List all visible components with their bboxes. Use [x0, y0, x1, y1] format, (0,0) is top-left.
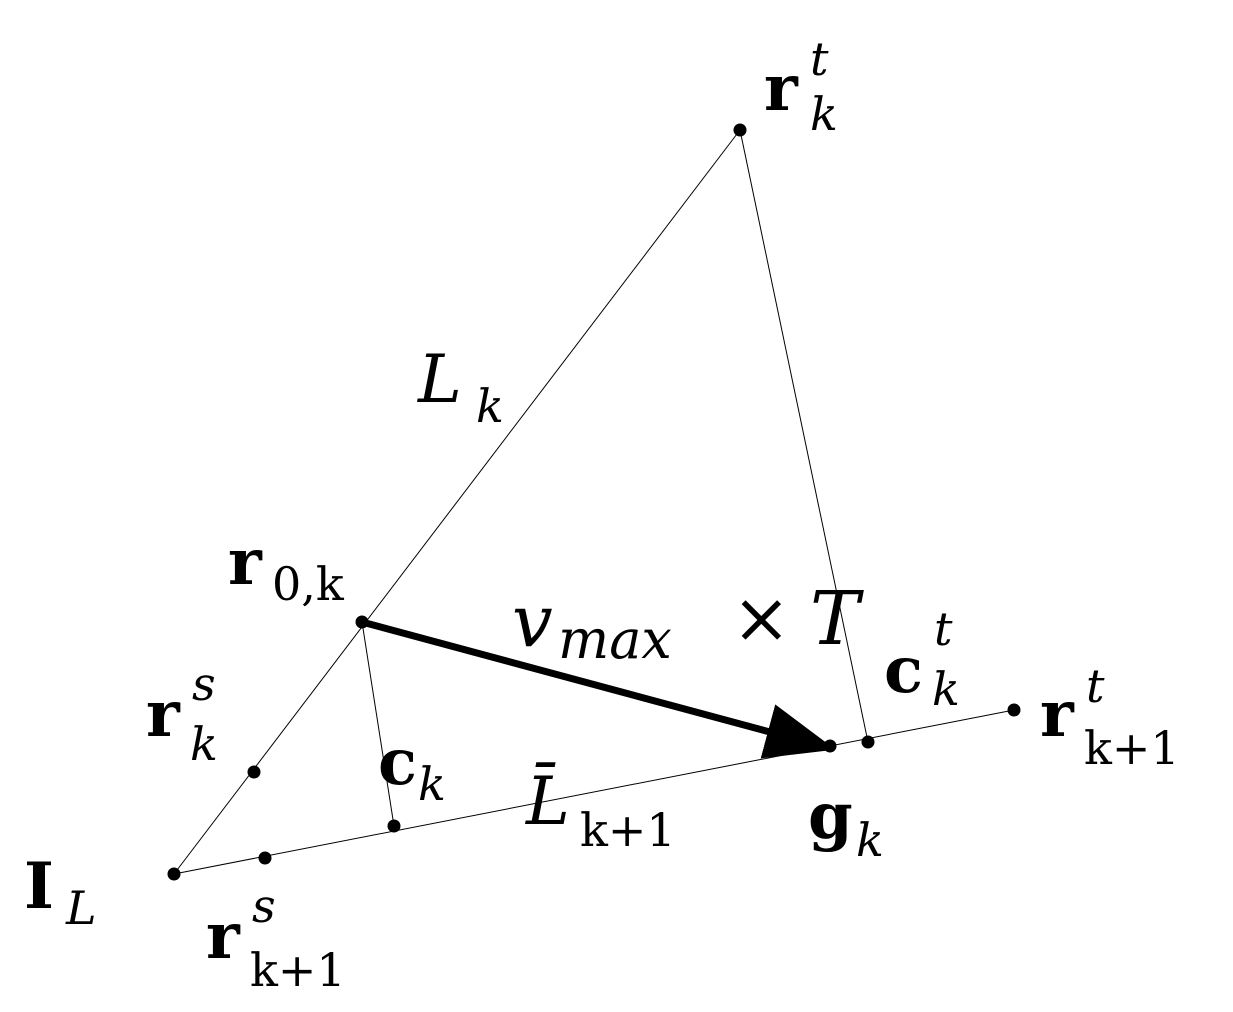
svg-text:k+1: k+1 [580, 803, 676, 857]
svg-text:t: t [934, 602, 953, 656]
svg-text:r: r [1040, 677, 1075, 752]
svg-text:×: × [732, 577, 791, 659]
svg-text:c: c [884, 633, 923, 708]
svg-text:k+1: k+1 [250, 943, 346, 997]
line-rkt-to-ckt [739, 129, 869, 743]
svg-text:k: k [418, 757, 446, 811]
label-r-0k: r 0,k [228, 525, 345, 611]
svg-text:r: r [146, 677, 181, 752]
velocity-arrow [358, 618, 836, 759]
svg-text:c: c [378, 725, 417, 800]
label-r-k-t: r t k [764, 32, 838, 141]
point-c-k-t [861, 735, 875, 749]
label-L-bar-k1: L̄ k+1 [525, 763, 676, 857]
line-r0k-to-ck [361, 621, 395, 827]
svg-text:k: k [476, 379, 504, 433]
svg-text:0,k: 0,k [272, 557, 345, 611]
point-r-k1-t [1007, 703, 1021, 717]
svg-text:k: k [856, 813, 884, 867]
svg-text:t: t [810, 32, 829, 86]
svg-text:r: r [228, 525, 263, 600]
svg-text:L: L [65, 881, 97, 935]
svg-text:r: r [206, 899, 241, 974]
svg-text:s: s [192, 657, 216, 711]
svg-text:max: max [558, 608, 672, 671]
point-r-k-s [247, 765, 261, 779]
svg-text:L̄: L̄ [525, 763, 570, 840]
point-r-k1-s [258, 851, 272, 865]
point-g-k [823, 739, 837, 753]
svg-text:s: s [252, 879, 276, 933]
label-c-k: c k [378, 725, 446, 811]
point-r-k-t [733, 123, 747, 137]
svg-text:I: I [24, 849, 54, 924]
label-g-k: g k [808, 779, 884, 867]
svg-text:v: v [512, 579, 553, 663]
label-velocity: v max × T [512, 576, 864, 671]
label-r-k1-s: r s k+1 [206, 879, 346, 997]
svg-text:k: k [810, 87, 838, 141]
line-L-bar-k1 [173, 709, 1015, 875]
point-I-L [167, 867, 181, 881]
label-L-k: L k [417, 341, 504, 433]
point-c-k [387, 819, 401, 833]
svg-text:k: k [190, 717, 218, 771]
svg-text:L: L [417, 341, 462, 418]
svg-text:r: r [764, 51, 799, 126]
label-c-k-t: c t k [884, 602, 960, 716]
svg-text:T: T [810, 576, 864, 662]
point-r-0k [355, 615, 369, 629]
svg-text:k: k [932, 662, 960, 716]
label-I-L: I L [24, 849, 97, 935]
svg-text:g: g [808, 779, 853, 854]
line-L-k [173, 129, 741, 875]
svg-text:t: t [1086, 659, 1105, 713]
label-r-k1-t: r t k+1 [1040, 659, 1180, 775]
svg-text:k+1: k+1 [1084, 721, 1180, 775]
label-r-k-s: r s k [146, 657, 218, 771]
